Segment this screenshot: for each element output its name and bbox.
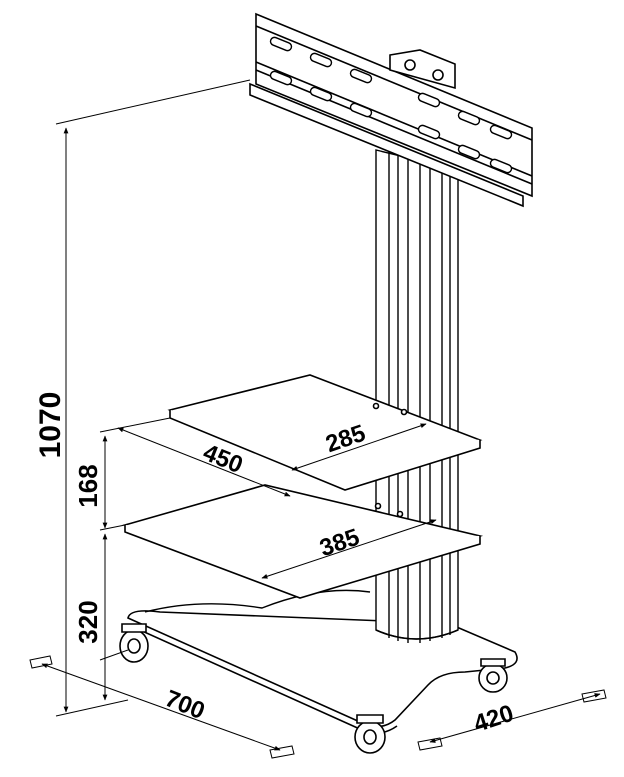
caster-front-left — [119, 623, 149, 663]
dimension-lines — [29, 79, 607, 759]
mounting-bracket — [249, 12, 533, 208]
dim-shelf-gap: 168 — [73, 464, 103, 507]
caster-front-right — [354, 714, 386, 754]
cable — [144, 589, 371, 613]
dim-overall-height: 1070 — [34, 392, 67, 459]
dim-base-length: 700 — [161, 685, 208, 725]
dim-lower-shelf-height: 320 — [73, 600, 103, 643]
dim-base-width: 420 — [470, 700, 516, 738]
caster-back-right — [478, 658, 508, 693]
